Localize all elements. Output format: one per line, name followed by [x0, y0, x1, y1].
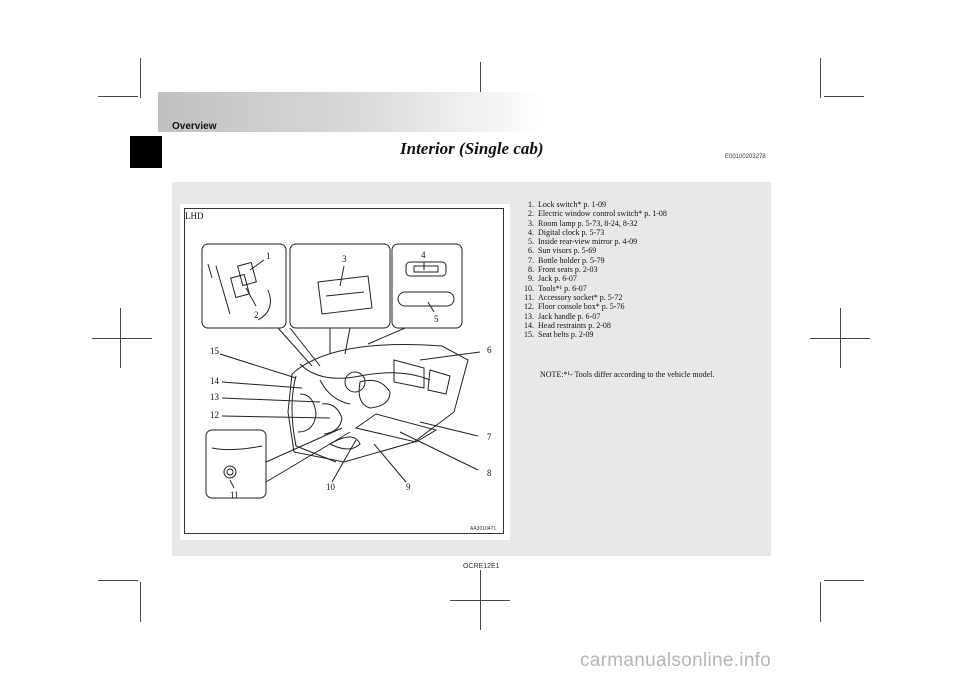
- item-number: 15.: [524, 330, 534, 340]
- callout-10: 10: [326, 482, 336, 492]
- item-text: Inside rear-view mirror p. 4-09: [538, 237, 638, 247]
- item-text: Seat belts p. 2-09: [538, 330, 594, 340]
- page-title: Interior (Single cab): [400, 139, 544, 158]
- inset-mirror: [391, 243, 463, 329]
- callout-12: 12: [210, 410, 219, 420]
- item-number: 3.: [528, 218, 534, 228]
- list-item: 8. Front seats p. 2-03: [516, 265, 667, 274]
- crop-mark: [820, 58, 821, 98]
- list-item: 15. Seat belts p. 2-09: [516, 330, 667, 339]
- crop-mark: [98, 96, 138, 97]
- item-number: 2.: [528, 209, 534, 219]
- inset-socket: [205, 429, 267, 499]
- item-text: Sun visors p. 5-69: [538, 246, 597, 256]
- item-text: Tools*¹ p. 6-07: [538, 283, 587, 293]
- interior-figure: [180, 204, 510, 540]
- reference-code: E00100203278: [725, 154, 766, 160]
- item-text: Front seats p. 2-03: [538, 265, 598, 275]
- interior-diagram: 1 2 3 4 5 6 7 8 9 10 11 12 13 14 15: [201, 243, 492, 500]
- callout-8: 8: [487, 468, 492, 478]
- item-number: 12.: [524, 302, 534, 312]
- inset-door-switch: [201, 243, 287, 329]
- header-band: [158, 92, 545, 132]
- crop-mark: [450, 600, 510, 601]
- crop-mark: [98, 580, 138, 581]
- item-number: 8.: [528, 265, 534, 275]
- list-item: 5. Inside rear-view mirror p. 4-09: [516, 237, 667, 246]
- item-number: 4.: [528, 227, 534, 237]
- item-list: 1. Lock switch* p. 1-09 2. Electric window…: [516, 200, 667, 339]
- inset-room-lamp: [289, 243, 391, 329]
- item-number: 13.: [524, 311, 534, 321]
- callout-7: 7: [487, 432, 492, 442]
- callout-15: 15: [210, 346, 220, 356]
- list-item: 12. Floor console box* p. 5-76: [516, 302, 667, 311]
- list-item: 13. Jack handle p. 6-07: [516, 312, 667, 321]
- list-item: 14. Head restraints p. 2-08: [516, 321, 667, 330]
- callout-14: 14: [210, 376, 220, 386]
- list-item: 1. Lock switch* p. 1-09: [516, 200, 667, 209]
- item-text: Jack handle p. 6-07: [538, 311, 601, 321]
- callout-1: 1: [266, 251, 271, 261]
- lhd-label: LHD: [185, 211, 204, 221]
- note-text: NOTE:*¹- Tools differ according to the v…: [540, 370, 715, 379]
- item-number: 14.: [524, 320, 534, 330]
- item-number: 10.: [524, 283, 534, 293]
- list-item: 2. Electric window control switch* p. 1-0…: [516, 209, 667, 218]
- list-item: 9. Jack p. 6-07: [516, 274, 667, 283]
- callout-5: 5: [434, 314, 439, 324]
- item-number: 11.: [524, 292, 534, 302]
- crop-mark: [92, 338, 152, 339]
- item-text: Lock switch* p. 1-09: [538, 200, 606, 209]
- list-item: 11. Accessory socket* p. 5-72: [516, 293, 667, 302]
- item-number: 5.: [528, 237, 534, 247]
- crop-mark: [140, 582, 141, 622]
- callout-9: 9: [406, 482, 411, 492]
- crop-mark: [824, 580, 864, 581]
- item-number: 1.: [528, 200, 534, 209]
- list-item: 6. Sun visors p. 5-69: [516, 246, 667, 255]
- item-text: Accessory socket* p. 5-72: [538, 292, 623, 302]
- item-text: Floor console box* p. 5-76: [538, 302, 625, 312]
- callout-3: 3: [342, 254, 347, 264]
- crop-mark: [820, 582, 821, 622]
- item-text: Jack p. 6-07: [538, 274, 577, 284]
- item-number: 6.: [528, 246, 534, 256]
- callout-11: 11: [230, 490, 239, 500]
- callout-2: 2: [254, 310, 259, 320]
- section-tab: [130, 136, 162, 168]
- list-item: 10. Tools*¹ p. 6-07: [516, 284, 667, 293]
- list-item: 7. Bottle holder p. 5-79: [516, 256, 667, 265]
- item-text: Electric window control switch* p. 1-08: [538, 209, 667, 219]
- crop-mark: [810, 338, 870, 339]
- item-number: 7.: [528, 255, 534, 265]
- item-text: Bottle holder p. 5-79: [538, 255, 605, 265]
- callout-4: 4: [421, 250, 426, 260]
- item-text: Room lamp p. 5-73, 8-24, 8-32: [538, 218, 638, 228]
- section-label: Overview: [172, 121, 217, 132]
- crop-mark: [824, 96, 864, 97]
- item-number: 9.: [528, 274, 534, 284]
- callout-6: 6: [487, 345, 492, 355]
- footer-code: OCRE12E1: [463, 563, 500, 570]
- item-text: Digital clock p. 5-73: [538, 227, 605, 237]
- item-text: Head restraints p. 2-08: [538, 320, 611, 330]
- figure-frame: [184, 208, 504, 534]
- list-item: 3. Room lamp p. 5-73, 8-24, 8-32: [516, 219, 667, 228]
- callout-13: 13: [210, 392, 220, 402]
- crop-mark: [140, 58, 141, 98]
- list-item: 4. Digital clock p. 5-73: [516, 228, 667, 237]
- figure-code: AA3010471: [470, 526, 497, 532]
- watermark: carmanualsonline.info: [580, 650, 772, 671]
